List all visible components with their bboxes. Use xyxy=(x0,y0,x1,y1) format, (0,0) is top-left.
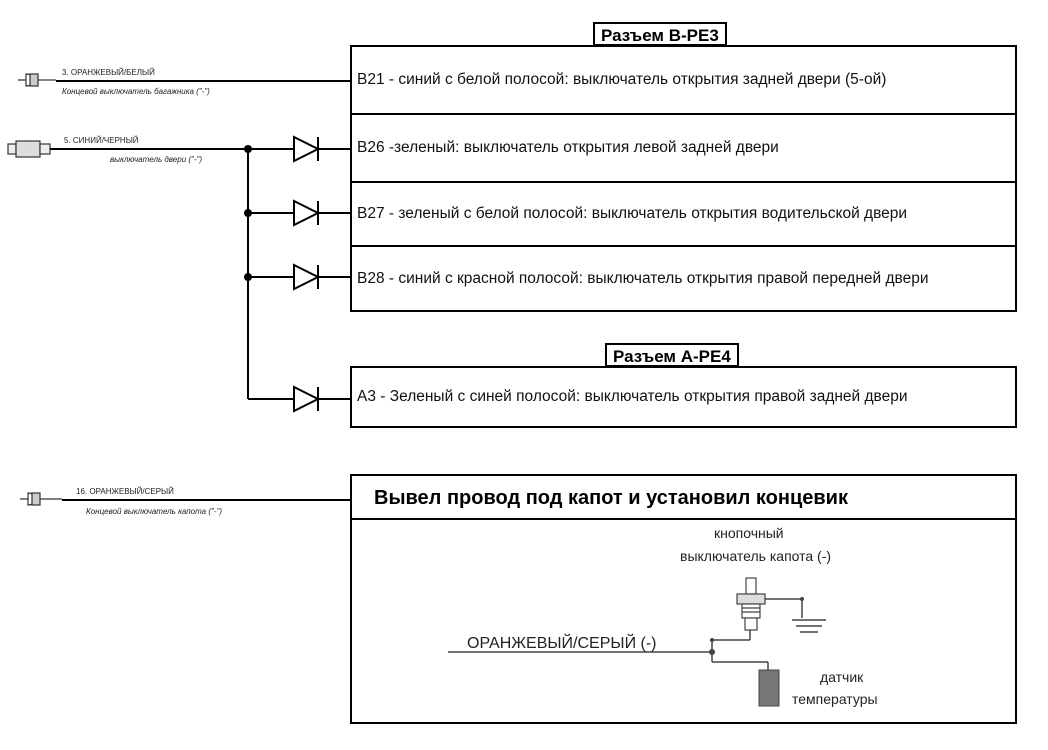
connector-b-row: B28 - синий с красной полосой: выключате… xyxy=(357,269,929,287)
hood-connector-icon xyxy=(20,492,62,506)
trunk-wire-label: 3. ОРАНЖЕВЫЙ/БЕЛЫЙ xyxy=(62,68,155,77)
ground-icon xyxy=(792,619,826,633)
diode-icon xyxy=(293,135,321,163)
junction-dot xyxy=(244,209,252,217)
hood-switch-drawing: ОРАНЖЕВЫЙ/СЕРЫЙ (-) кнопочный выключател… xyxy=(448,525,878,707)
hood-wire-desc: Концевой выключатель капота ("-") xyxy=(86,507,223,516)
junction-dot xyxy=(244,145,252,153)
switch-label-line1: кнопочный xyxy=(714,525,784,541)
connector-a-table: A3 - Зеленый с синей полосой: выключател… xyxy=(350,366,1017,428)
sensor-label-line2: температуры xyxy=(792,691,878,707)
hood-box-title: Вывел провод под капот и установил конце… xyxy=(352,476,1015,520)
door-connector-icon xyxy=(7,140,51,158)
diode-icon xyxy=(293,263,321,291)
sensor-label-line1: датчик xyxy=(820,669,864,685)
connector-b-row: B27 - зеленый с белой полосой: выключате… xyxy=(352,183,1015,247)
hood-wire-label: 16. ОРАНЖЕВЫЙ/СЕРЫЙ xyxy=(76,487,174,496)
connector-b-title: Разъем B-PE3 xyxy=(593,22,727,46)
hood-switch-box: Вывел провод под капот и установил конце… xyxy=(350,474,1017,724)
connector-b-row: B26 -зеленый: выключатель открытия левой… xyxy=(352,115,1015,183)
junction-dot xyxy=(244,273,252,281)
connector-b-table: B21 - синий с белой полосой: выключатель… xyxy=(350,45,1017,312)
hood-button-switch-icon xyxy=(736,577,766,631)
temperature-sensor-icon xyxy=(758,669,780,707)
diode-icon xyxy=(293,385,321,413)
diode-icon xyxy=(293,199,321,227)
trunk-connector-icon xyxy=(18,73,56,87)
door-wire-desc: выключатель двери ("-") xyxy=(110,155,203,164)
trunk-wire-desc: Концевой выключатель багажника ("-") xyxy=(62,87,210,96)
hood-wire-name: ОРАНЖЕВЫЙ/СЕРЫЙ (-) xyxy=(467,633,657,652)
connector-a-title: Разъем A-PE4 xyxy=(605,343,739,367)
switch-label-line2: выключатель капота (-) xyxy=(680,548,831,564)
door-wire-label: 5. СИНИЙ/ЧЕРНЫЙ xyxy=(64,136,139,145)
connector-b-row: B21 - синий с белой полосой: выключатель… xyxy=(352,47,1015,115)
connector-a-row: A3 - Зеленый с синей полосой: выключател… xyxy=(357,388,908,405)
